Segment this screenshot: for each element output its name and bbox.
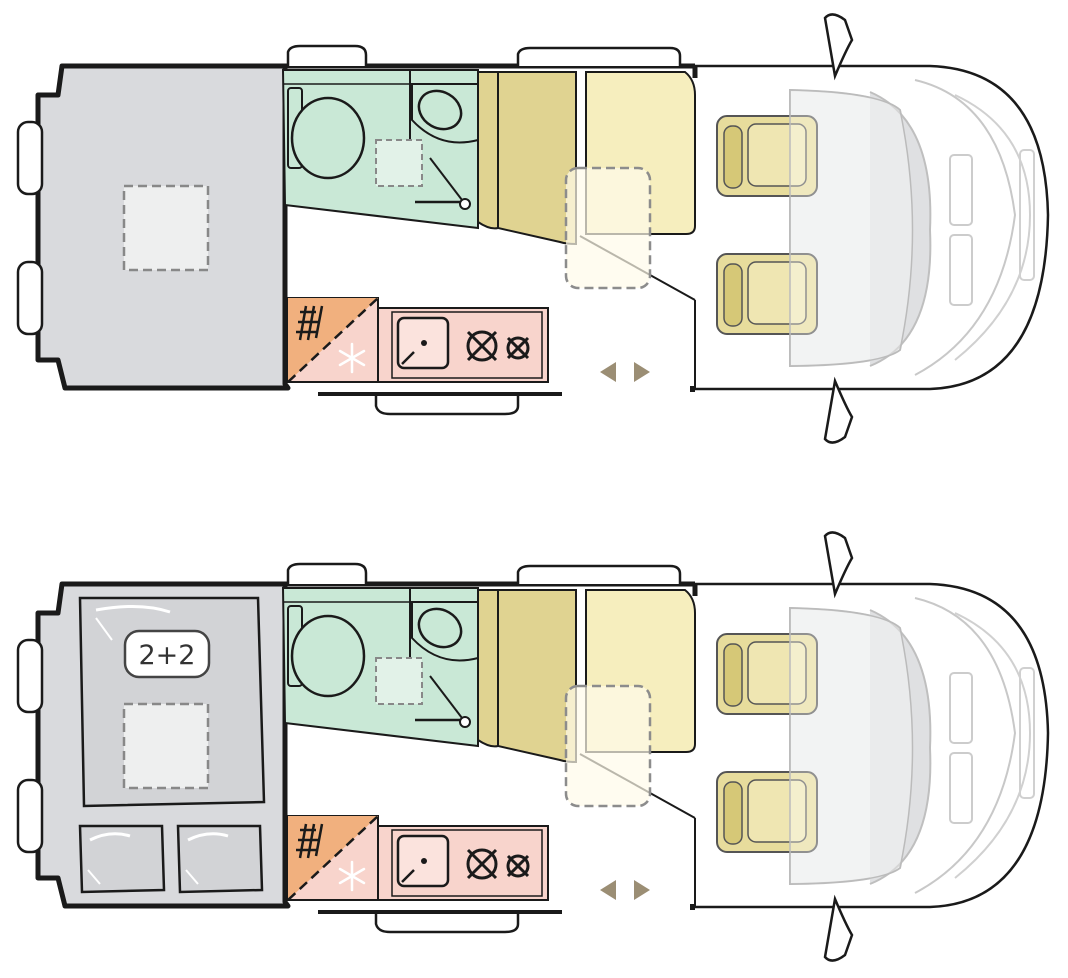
floorplan-night: 2+2: [18, 532, 1048, 960]
night-roof-hatch: [122, 702, 210, 790]
pillow-left: [78, 824, 166, 894]
berth-badge-label: 2+2: [139, 640, 196, 671]
floorplan-day: [18, 14, 1048, 442]
pillow-right: [176, 824, 264, 894]
berth-badge: 2+2: [123, 629, 211, 679]
